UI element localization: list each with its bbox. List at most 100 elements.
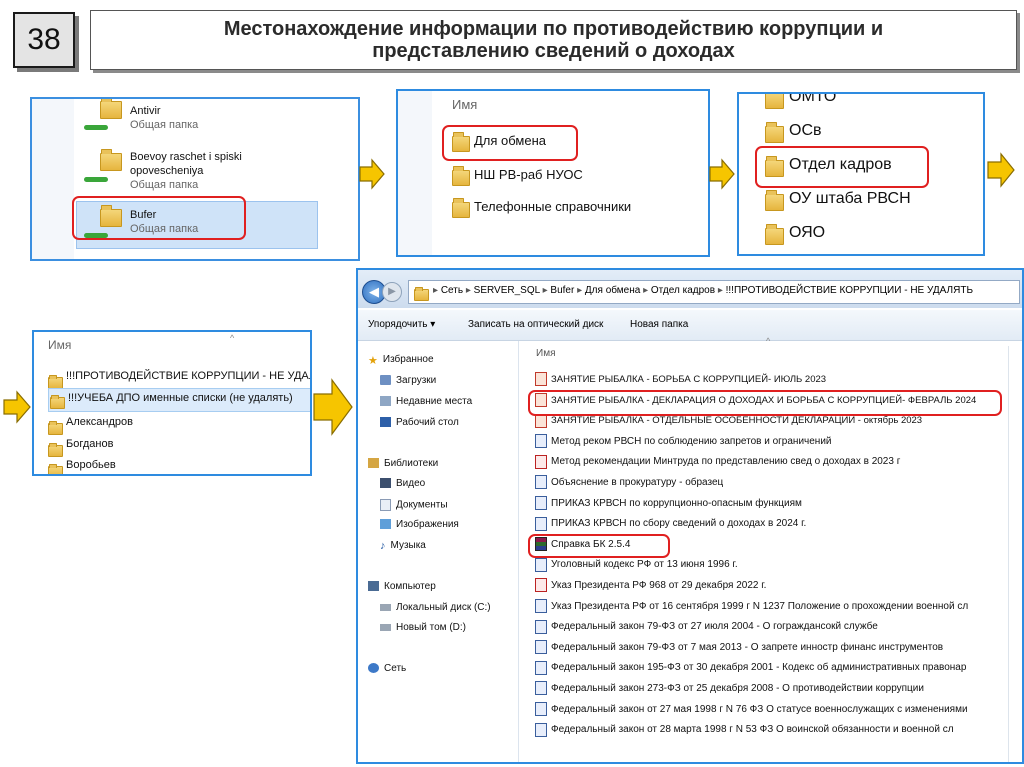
arrow-right-icon: [986, 152, 1016, 193]
file-name: Федеральный закон 195-ФЗ от 30 декабря 2…: [551, 662, 967, 674]
organize-button[interactable]: Упорядочить ▾: [368, 319, 436, 330]
folder-omto[interactable]: ОМТО: [789, 92, 837, 105]
folder-icon: [765, 94, 784, 110]
folder-phonebooks[interactable]: Телефонные справочники: [474, 199, 632, 214]
folder-hr[interactable]: Отдел кадров: [789, 156, 892, 173]
file-row[interactable]: ЗАНЯТИЕ РЫБАЛКА - ДЕКЛАРАЦИЯ О ДОХОДАХ И…: [535, 392, 976, 410]
file-row[interactable]: ЗАНЯТИЕ РЫБАЛКА - БОРЬБА С КОРРУПЦИЕЙ- И…: [535, 371, 826, 389]
new-folder-button[interactable]: Новая папка: [630, 319, 689, 330]
panel-departments: ОМТО ОСв Отдел кадров ОУ штаба РВСН ОЯО: [737, 92, 985, 256]
desktop-icon: [380, 417, 391, 428]
folder-bogdanov[interactable]: Богданов: [66, 438, 114, 450]
nav-new-volume[interactable]: Новый том (D:): [380, 622, 466, 633]
folder-icon: [48, 442, 63, 460]
breadcrumb-hr[interactable]: Отдел кадров: [650, 285, 716, 296]
bufer-share-icon[interactable]: [100, 205, 122, 227]
file-row[interactable]: Федеральный закон от 28 марта 1998 г N 5…: [535, 721, 954, 739]
folder-nsh-rv[interactable]: НШ РВ-раб НУОС: [474, 167, 583, 182]
file-row[interactable]: Объяснение в прокуратуру - образец: [535, 474, 723, 492]
doc-file-icon: [535, 722, 547, 737]
boevoy-name[interactable]: Boevoy raschet i spiski: [130, 151, 242, 163]
file-row[interactable]: ПРИКАЗ КРВСН по коррупционно-опасным фун…: [535, 495, 802, 513]
folder-icon: [765, 190, 784, 212]
video-icon: [380, 478, 391, 489]
arrow-right-icon: [2, 390, 32, 429]
nav-downloads-label: Загрузки: [396, 375, 437, 386]
folder-icon: [765, 122, 784, 144]
column-header-name[interactable]: Имя: [48, 338, 72, 352]
panel1-left-strip: [32, 99, 74, 259]
breadcrumb[interactable]: ▸ Сеть ▸ SERVER_SQL ▸ Bufer ▸ Для обмена…: [408, 280, 1020, 304]
nav-images[interactable]: Изображения: [380, 519, 459, 530]
file-row[interactable]: Указ Президента РФ от 16 сентября 1999 г…: [535, 598, 968, 616]
forward-button[interactable]: ▶: [382, 282, 402, 302]
nav-documents[interactable]: Документы: [380, 499, 448, 511]
breadcrumb-anticorruption[interactable]: !!!ПРОТИВОДЕЙСТВИЕ КОРРУПЦИИ - НЕ УДАЛЯТ…: [725, 285, 974, 296]
folder-icon: [452, 165, 470, 187]
nav-network[interactable]: Сеть: [368, 663, 406, 674]
folder-aleksandrov[interactable]: Александров: [66, 416, 133, 428]
file-row[interactable]: ПРИКАЗ КРВСН по сбору сведений о доходах…: [535, 515, 806, 533]
panel-hr-folders: Имя ^ !!!ПРОТИВОДЕЙСТВИЕ КОРРУПЦИИ - НЕ …: [32, 330, 312, 476]
folder-osv[interactable]: ОСв: [789, 122, 822, 139]
file-row[interactable]: Справка БК 2.5.4: [535, 536, 630, 554]
antivir-name[interactable]: Antivir: [130, 105, 161, 117]
downloads-icon: [380, 375, 391, 386]
file-name: ЗАНЯТИЕ РЫБАЛКА - ДЕКЛАРАЦИЯ О ДОХОДАХ И…: [551, 394, 977, 406]
nav-desktop[interactable]: Рабочий стол: [380, 417, 459, 428]
folder-oyao[interactable]: ОЯО: [789, 224, 826, 241]
doc-file-icon: [535, 701, 547, 716]
spravka-file-highlight: [528, 534, 670, 558]
folder-ou-shtaba[interactable]: ОУ штаба РВСН: [789, 190, 911, 207]
nav-recent[interactable]: Недавние места: [380, 396, 472, 407]
file-row[interactable]: Указ Президента РФ 968 от 29 декабря 202…: [535, 577, 766, 595]
doc-file-icon: [535, 681, 547, 696]
folder-exchange[interactable]: Для обмена: [474, 133, 547, 148]
selected-row[interactable]: [48, 388, 310, 412]
file-row[interactable]: Уголовный кодекс РФ от 13 июня 1996 г.: [535, 556, 738, 574]
breadcrumb-exchange[interactable]: Для обмена: [584, 285, 641, 296]
file-name: Федеральный закон 79-ФЗ от 27 июля 2004 …: [551, 621, 878, 633]
slide-title-line2: представлению сведений о доходах: [372, 40, 735, 62]
doc-file-icon: [535, 598, 547, 613]
folder-icon: [452, 131, 470, 153]
nav-computer[interactable]: Компьютер: [368, 581, 436, 592]
file-row[interactable]: Метод реком РВСН по соблюдению запретов …: [535, 433, 832, 451]
antivir-type: Общая папка: [130, 119, 199, 131]
slide-title: Местонахождение информации по противодей…: [224, 18, 883, 62]
column-header-name[interactable]: Имя: [536, 348, 556, 359]
nav-music[interactable]: ♪Музыка: [380, 540, 426, 552]
burn-disc-button[interactable]: Записать на оптический диск: [468, 319, 604, 330]
nav-favorites[interactable]: ★Избранное: [368, 354, 434, 367]
folder-icon: [765, 224, 784, 246]
column-header-name[interactable]: Имя: [452, 97, 478, 112]
doc-file-icon: [535, 557, 547, 572]
nav-libraries[interactable]: Библиотеки: [368, 458, 438, 469]
file-row[interactable]: Метод рекомендации Минтруда по представл…: [535, 453, 900, 471]
folder-anticorruption[interactable]: !!!ПРОТИВОДЕЙСТВИЕ КОРРУПЦИИ - НЕ УДАЛЯТ…: [66, 370, 312, 382]
breadcrumb-server[interactable]: SERVER_SQL: [473, 285, 540, 296]
boevoy-share-icon[interactable]: [100, 149, 122, 171]
hr-highlight: [755, 146, 929, 188]
drive-icon: [380, 623, 391, 631]
antivir-share-icon[interactable]: [100, 99, 122, 119]
file-row[interactable]: Федеральный закон от 27 мая 1998 г N 76 …: [535, 701, 968, 719]
file-row[interactable]: Федеральный закон 273-ФЗ от 25 декабря 2…: [535, 680, 924, 698]
file-row[interactable]: Федеральный закон 79-ФЗ от 27 июля 2004 …: [535, 618, 878, 636]
folder-icon: [48, 463, 63, 474]
network-pipe-icon: [84, 177, 108, 182]
nav-video[interactable]: Видео: [380, 478, 425, 489]
bufer-name[interactable]: Bufer: [130, 209, 157, 221]
recent-places-icon: [380, 396, 391, 407]
arrow-right-icon: [358, 158, 386, 195]
folder-ucheba-dpo[interactable]: !!!УЧЕБА ДПО именные списки (не удалять): [68, 392, 293, 404]
nav-downloads[interactable]: Загрузки: [380, 375, 436, 386]
documents-icon: [380, 499, 391, 511]
nav-local-disk[interactable]: Локальный диск (C:): [380, 602, 491, 613]
breadcrumb-network[interactable]: Сеть: [440, 285, 464, 296]
declaration-file-highlight: [528, 390, 1002, 416]
folder-vorobyev[interactable]: Воробьев: [66, 459, 116, 471]
breadcrumb-bufer[interactable]: Bufer: [550, 285, 575, 296]
file-row[interactable]: Федеральный закон 79-ФЗ от 7 мая 2013 - …: [535, 639, 943, 657]
file-row[interactable]: Федеральный закон 195-ФЗ от 30 декабря 2…: [535, 659, 966, 677]
